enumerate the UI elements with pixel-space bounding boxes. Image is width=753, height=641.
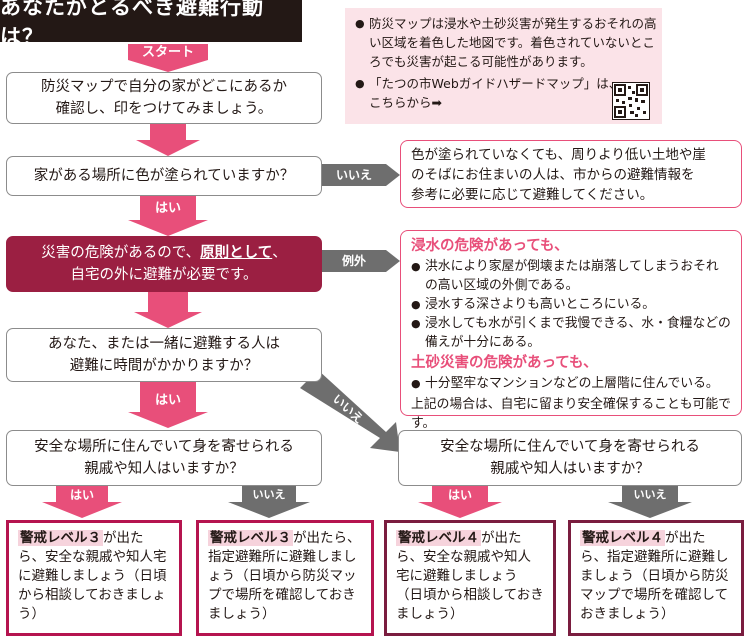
step1-line2: 確認し、印をつけてみましょう。	[55, 101, 273, 117]
exception-footer: 上記の場合は、自宅に留まり安全確保することも可能です。	[411, 397, 731, 431]
question-relatives-left: 安全な場所に住んでいて身を寄せられる 親戚や知人はいますか？	[6, 430, 322, 486]
q2-line2: 避難に時間がかかりますか？	[69, 358, 259, 374]
alert-level-badge: 警戒レベル４	[580, 530, 665, 546]
alert-level-badge: 警戒レベル４	[396, 530, 481, 546]
flood-item: 浸水する深さよりも高いところにいる。	[411, 295, 731, 314]
outcome-text: が出たら、指定避難所に避難しましょう（日頃から防災マップで場所を確認しておきまし…	[208, 530, 361, 622]
arrow-q1-yes	[128, 196, 208, 236]
arrow-q2-no	[300, 370, 400, 452]
arrow-q3r-yes	[418, 486, 502, 518]
outcome-text: が出たら、指定避難所に避難しましょう（日頃から防災マップで場所を確認しておきまし…	[580, 530, 729, 622]
exception-box: 浸水の危険があっても、 洪水により家屋が倒壊または崩落してしまうおそれの高い区域…	[400, 230, 742, 431]
q3r-yes-label: はい	[447, 488, 472, 502]
q2-line1: あなた、または一緒に避難する人は	[48, 336, 280, 352]
evacuation-required: 災害の危険があるので、原則として、 自宅の外に避難が必要です。	[6, 236, 322, 292]
q3-right-line1: 安全な場所に住んでいて身を寄せられる	[440, 439, 700, 455]
step1-line1: 防災マップで自分の家がどこにあるか	[40, 79, 288, 95]
q3l-no-label: いいえ	[252, 488, 286, 501]
outcome-text: が出たら、安全な親戚や知人宅に避難しましょう（日頃から相談しておきましょう）	[18, 530, 167, 622]
outcome-text: が出たら、安全な親戚や知人宅に避難しましょう（日頃から相談しておきましょう）	[396, 530, 544, 622]
arrow-q2-yes	[128, 382, 208, 428]
alert-level-badge: 警戒レベル３	[18, 530, 103, 546]
advice-line1: 色が塗られていなくても、周りより低い土地や崖	[411, 147, 706, 163]
danger-line1-c: 、	[272, 245, 287, 261]
note-map-description: 防災マップは浸水や土砂災害が発生するおそれの高い区域を着色した地図です。着色され…	[355, 14, 664, 71]
danger-line1-a: 災害の危険があるので、	[41, 245, 201, 261]
page-title: あなたがとるべき避難行動は？	[0, 0, 302, 49]
q2-yes-label: はい	[154, 393, 181, 408]
exception-label: 例外	[341, 254, 366, 268]
q3r-no-label: いいえ	[633, 488, 667, 501]
landslide-heading: 土砂災害の危険があっても、	[411, 355, 598, 371]
q3-right-line2: 親戚や知人はいますか？	[490, 461, 650, 477]
arrow-q1-no	[322, 164, 400, 186]
principle-emphasis: 原則として	[200, 245, 273, 261]
info-note: 防災マップは浸水や土砂災害が発生するおそれの高い区域を着色した地図です。着色され…	[345, 8, 662, 124]
q1-text: 家がある場所に色が塗られていますか？	[33, 168, 295, 184]
question-relatives-right: 安全な場所に住んでいて身を寄せられる 親戚や知人はいますか？	[398, 430, 742, 486]
start-label: スタート	[141, 45, 194, 60]
danger-line1: 災害の危険があるので、原則として、	[41, 242, 287, 264]
flood-heading: 浸水の危険があっても、	[411, 238, 569, 254]
note-hazard-map: 「たつの市Webガイドハザードマップ」は、 こちらから➡	[355, 74, 652, 112]
question-evacuation-time: あなた、または一緒に避難する人は 避難に時間がかかりますか？	[6, 328, 322, 382]
advice-line2: のそばにお住まいの人は、市からの避難情報を	[411, 167, 695, 183]
advice-line3: 参考に必要に応じて避難してください。	[411, 187, 654, 203]
arrow-q3l-yes	[42, 486, 122, 518]
note-hazard-map-line1: 「たつの市Webガイドハザードマップ」は、	[369, 76, 622, 91]
q3-left-line1: 安全な場所に住んでいて身を寄せられる	[34, 439, 294, 455]
q1-no-label: いいえ	[335, 168, 372, 182]
arrow-step1-q1	[136, 124, 200, 156]
qr-code-icon[interactable]	[612, 82, 650, 120]
note-hazard-map-line2: こちらから➡	[369, 95, 442, 110]
no-color-advice: 色が塗られていなくても、周りより低い土地や崖 のそばにお住まいの人は、市からの避…	[400, 140, 742, 208]
question-colored-area: 家がある場所に色が塗られていますか？	[6, 156, 322, 196]
q3l-yes-label: はい	[69, 488, 94, 502]
danger-line2: 自宅の外に避難が必要です。	[70, 267, 258, 283]
alert-level-badge: 警戒レベル３	[208, 530, 293, 546]
q3-left-line2: 親戚や知人はいますか？	[84, 461, 244, 477]
arrow-q3l-no	[228, 486, 310, 518]
flood-item: 浸水しても水が引くまで我慢できる、水・食糧などの備えが十分にある。	[411, 314, 731, 352]
flood-item: 洪水により家屋が倒壊または崩落してしまうおそれの高い区域の外側である。	[411, 257, 731, 295]
arrow-exception	[322, 250, 400, 272]
arrow-q3r-no	[608, 486, 692, 518]
landslide-item: 十分堅牢なマンションなどの上層階に住んでいる。	[411, 374, 731, 393]
q1-yes-label: はい	[154, 201, 181, 216]
start-arrow	[128, 44, 208, 72]
step-check-map: 防災マップで自分の家がどこにあるか 確認し、印をつけてみましょう。	[6, 72, 322, 124]
arrow-danger-q2	[134, 292, 202, 328]
